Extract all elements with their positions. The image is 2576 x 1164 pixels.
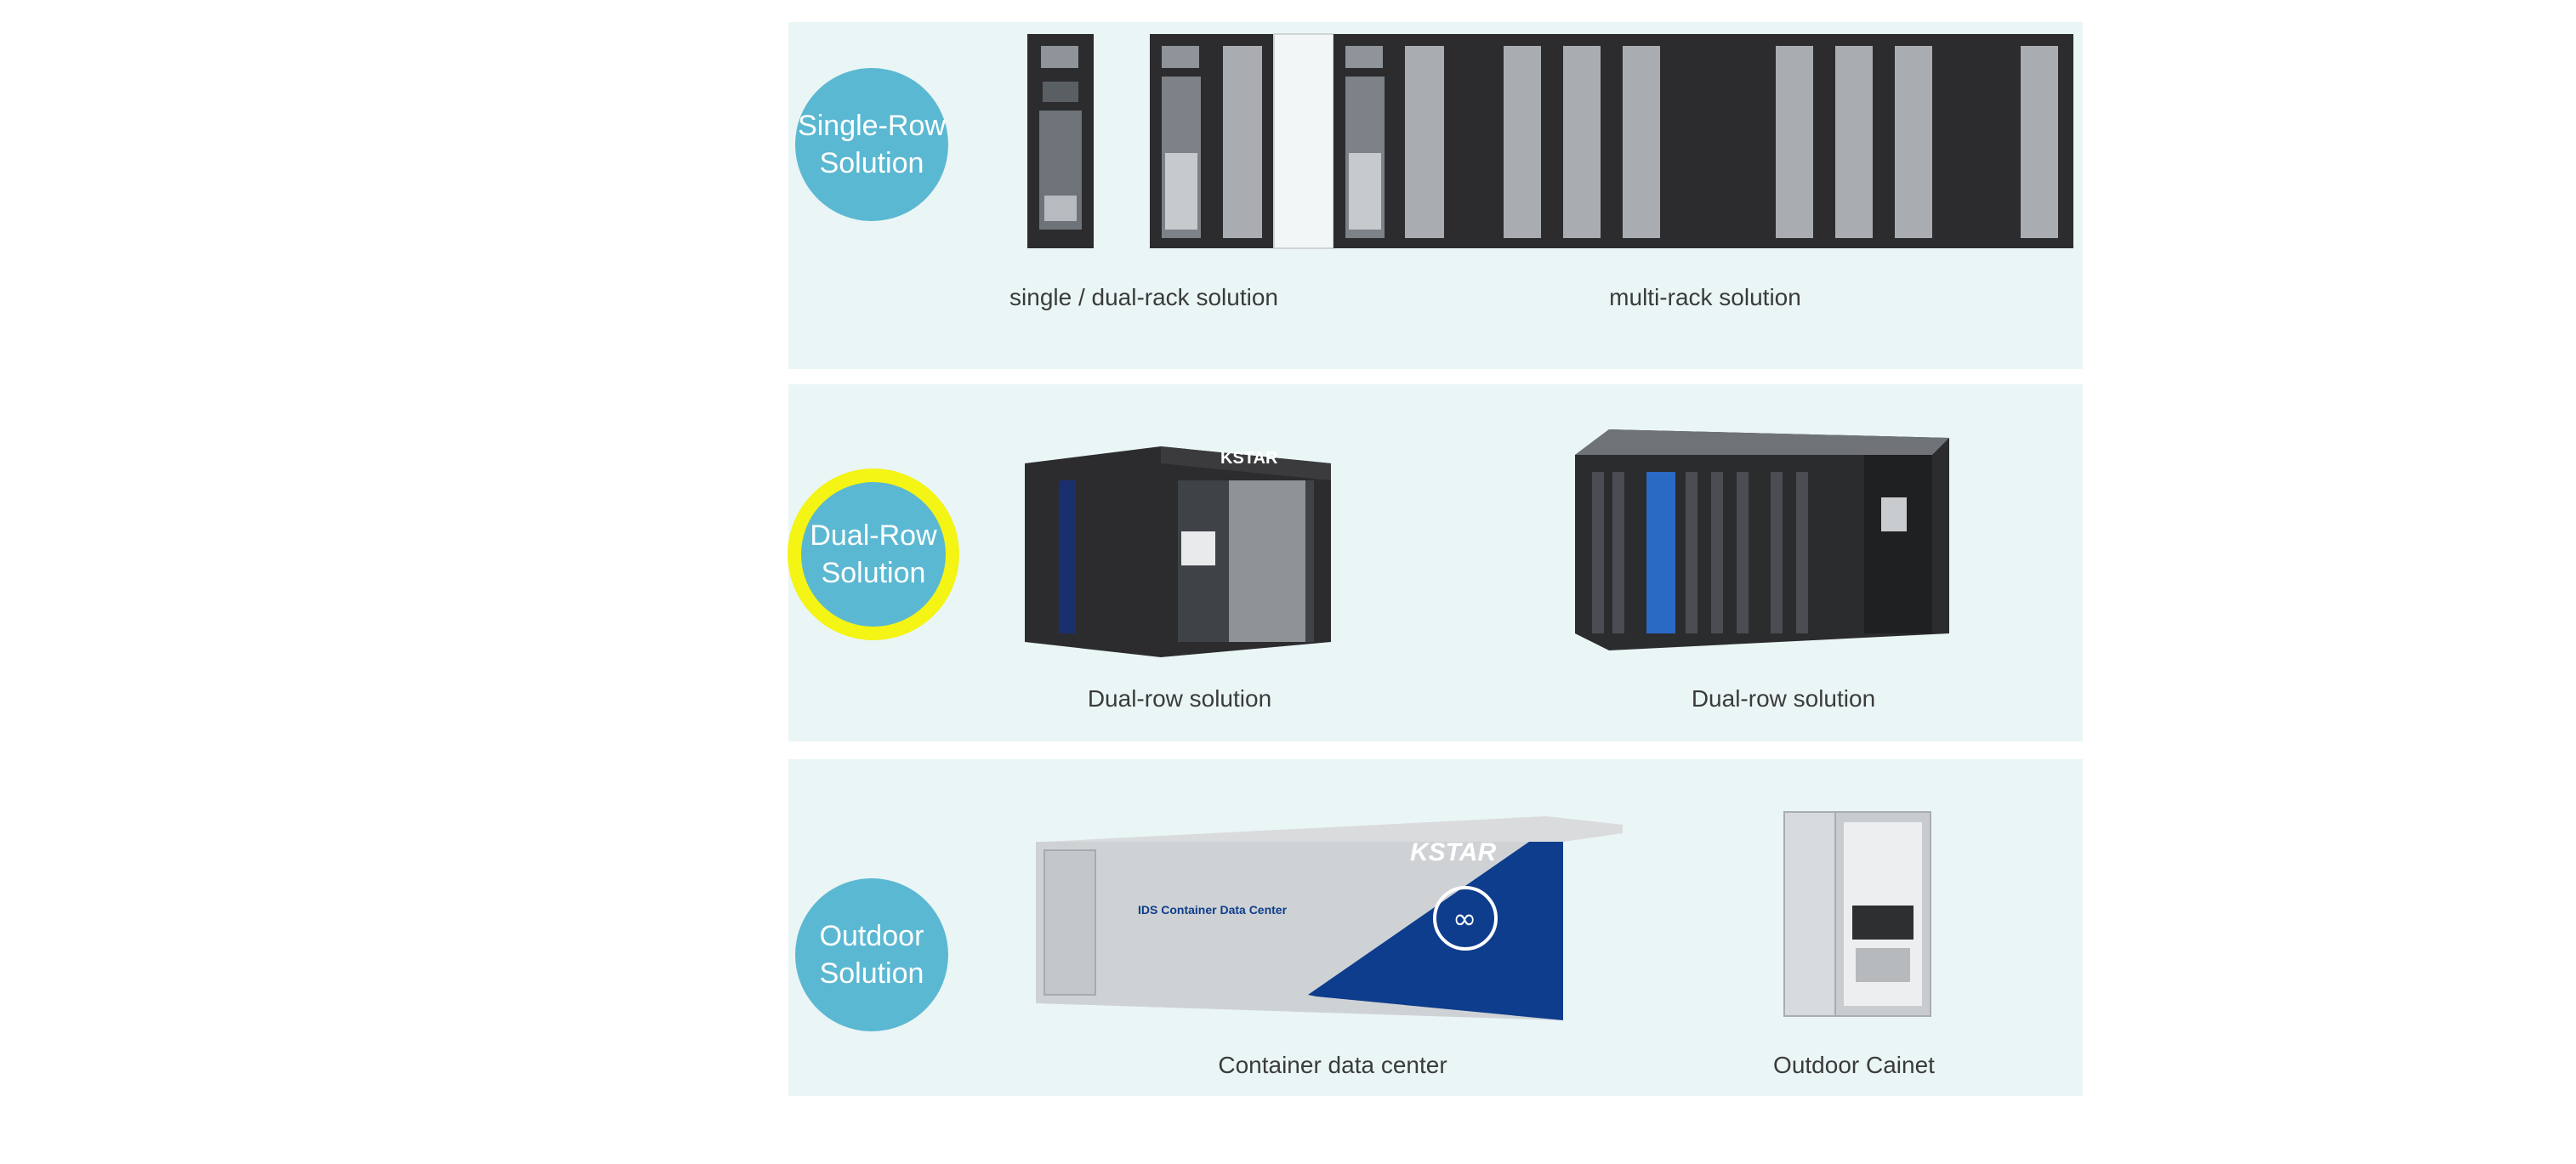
cloud-icon: [1433, 886, 1498, 951]
caption-single-dual-rack: single / dual-rack solution: [1009, 284, 1278, 310]
outdoor-badge[interactable]: Outdoor Solution: [795, 878, 948, 1031]
badge-line1: Dual-Row: [810, 520, 937, 552]
container-brand-logo: KSTAR: [1410, 838, 1496, 866]
badge-line2: Solution: [819, 147, 924, 179]
single-row-badge[interactable]: Single-Row Solution: [795, 68, 948, 221]
dual-row-badge[interactable]: Dual-Row Solution: [788, 468, 959, 640]
single-rack-image: [1027, 34, 1094, 248]
container-data-center-image: IDS Container Data Center KSTAR ∞: [1036, 816, 1623, 1020]
dual-rack-image: [1150, 34, 1274, 248]
container-label: IDS Container Data Center: [1138, 903, 1288, 917]
caption-outdoor-cabinet: Outdoor Cainet: [1773, 1052, 1935, 1078]
caption-container-data-center: Container data center: [1218, 1052, 1447, 1078]
badge-line2: Solution: [821, 557, 926, 589]
dual-row-room-image: [1575, 429, 1949, 650]
multi-rack-image: [1273, 33, 2073, 249]
svg-text:∞: ∞: [1453, 902, 1476, 936]
caption-dual-row-2: Dual-row solution: [1691, 685, 1876, 712]
badge-line1: Outdoor: [819, 920, 924, 952]
brand-logo-text: KSTAR: [1220, 449, 1278, 468]
badge-line2: Solution: [819, 957, 924, 990]
caption-dual-row-1: Dual-row solution: [1087, 685, 1272, 712]
outdoor-cabinet-image: [1783, 811, 1931, 1017]
dual-row-cube-image: KSTAR: [1025, 446, 1331, 657]
caption-multi-rack: multi-rack solution: [1609, 284, 1801, 310]
badge-line1: Single-Row: [798, 110, 946, 142]
